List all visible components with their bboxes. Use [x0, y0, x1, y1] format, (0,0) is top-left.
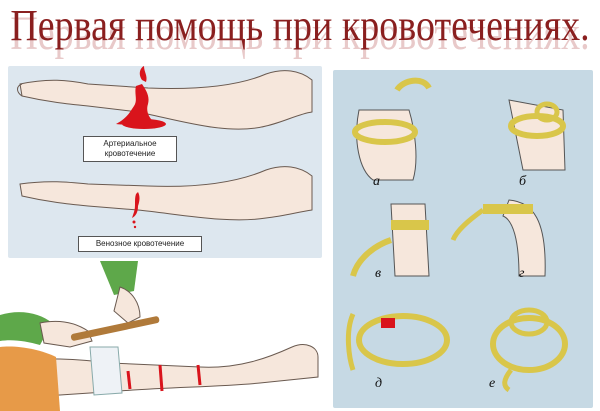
- bleeding-types-panel: Артериальное кровотечение Венозное крово…: [8, 66, 322, 258]
- step-a-drawing: [352, 77, 432, 181]
- title-area: Первая помощь при кровотечениях. Первая …: [0, 0, 600, 60]
- arterial-label-line-2: кровотечение: [104, 149, 156, 158]
- venous-blood: [132, 192, 140, 229]
- step-e-drawing: [490, 307, 568, 393]
- step-label-g: г: [519, 266, 525, 281]
- arm-arterial: [17, 70, 313, 130]
- bandage: [89, 346, 123, 396]
- step-g-drawing: [450, 199, 546, 277]
- step-label-e: е: [489, 376, 496, 391]
- tourniquet-steps-panel: а б в г д е: [333, 70, 593, 408]
- page-title: Первая помощь при кровотечениях.: [10, 1, 590, 51]
- wound-1: [126, 370, 132, 390]
- arterial-label: Артериальное кровотечение: [83, 136, 177, 162]
- step-label-b: б: [519, 174, 527, 189]
- hand-left: [39, 320, 93, 348]
- wound-3: [196, 364, 202, 386]
- page-title-shadow: Первая помощь при кровотечениях.: [10, 7, 590, 61]
- venous-label: Венозное кровотечение: [78, 236, 202, 252]
- step-d-drawing: [345, 312, 450, 371]
- shirt: [0, 346, 60, 411]
- arm-venous: [19, 166, 313, 221]
- arterial-label-line-1: Артериальное: [103, 139, 157, 148]
- bleeding-illustration: [17, 66, 313, 229]
- tourniquet-application-illustration: [0, 261, 319, 411]
- sleeve-left: [0, 312, 52, 345]
- step-label-d: д: [375, 376, 383, 391]
- arterial-blood: [116, 66, 166, 129]
- step-label-v: в: [375, 266, 382, 281]
- venous-label-text: Венозное кровотечение: [95, 239, 185, 248]
- tourniquet-steps-illustration: [345, 77, 568, 393]
- step-label-a: а: [373, 174, 380, 189]
- wound-2: [158, 364, 164, 392]
- step-v-drawing: [350, 203, 430, 277]
- sleeve-top: [100, 261, 138, 295]
- step-b-drawing: [508, 99, 566, 171]
- blood-pool-arterial: [122, 119, 166, 129]
- twist-stick: [70, 316, 160, 341]
